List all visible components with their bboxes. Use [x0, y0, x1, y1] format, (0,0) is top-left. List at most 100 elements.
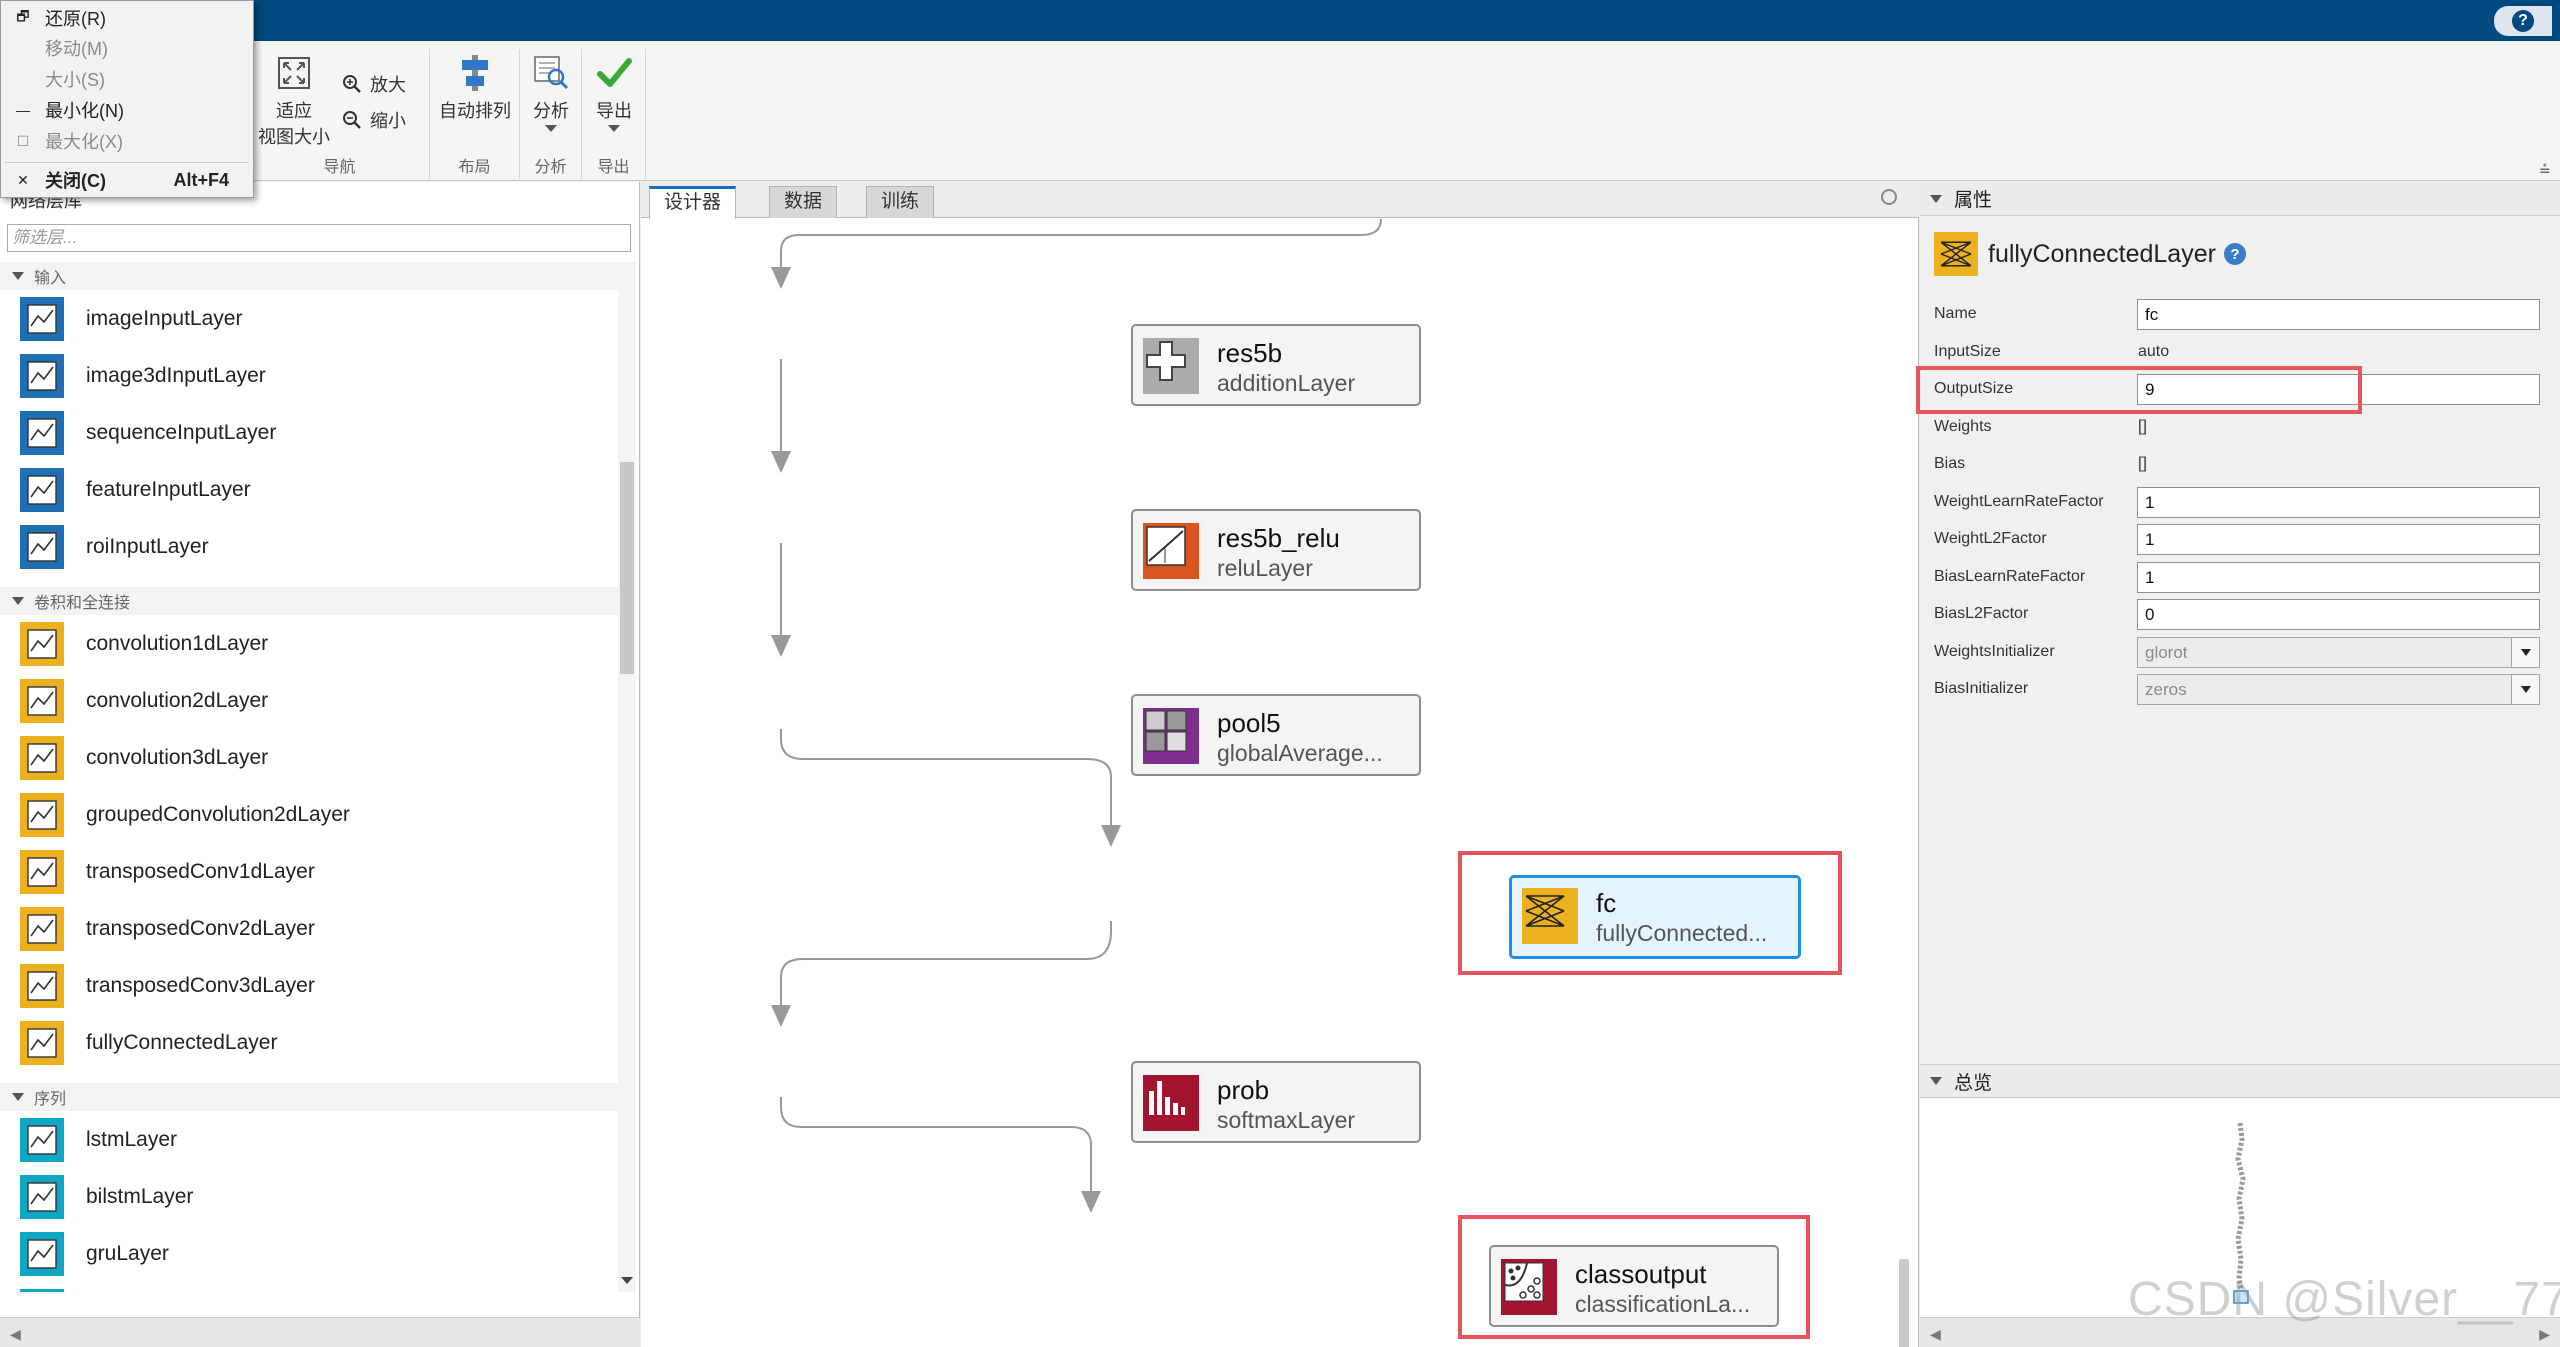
- node-res5b-relu[interactable]: res5b_relu reluLayer: [1131, 509, 1421, 591]
- library-horizontal-scrollbar[interactable]: ◀: [0, 1317, 640, 1347]
- node-classoutput[interactable]: classoutput classificationLa...: [1489, 1245, 1779, 1327]
- tab-training[interactable]: 训练: [866, 186, 935, 218]
- network-canvas[interactable]: res5b additionLayer res5b_relu reluLayer…: [641, 219, 1919, 1347]
- library-item[interactable]: transposedConv3dLayer: [0, 957, 618, 1014]
- tabs-menu-icon[interactable]: [1881, 189, 1897, 205]
- expand-icon[interactable]: [12, 597, 24, 605]
- layer-header: fullyConnectedLayer ?: [1934, 232, 2246, 276]
- library-item[interactable]: imageInputLayer: [0, 290, 618, 347]
- tab-data[interactable]: 数据: [769, 186, 838, 218]
- property-input[interactable]: 0: [2137, 599, 2540, 630]
- collapse-icon[interactable]: [1930, 194, 1942, 203]
- analyze-button[interactable]: 分析: [524, 55, 578, 132]
- library-item[interactable]: convolution3dLayer: [0, 729, 618, 786]
- library-scrollbar[interactable]: [618, 262, 636, 1292]
- library-item[interactable]: convolution1dLayer: [0, 615, 618, 672]
- canvas-scrollbar-thumb[interactable]: [1899, 1259, 1909, 1347]
- library-item[interactable]: sequenceInputLayer: [0, 404, 618, 461]
- layer-icon: [20, 963, 64, 1008]
- library-item[interactable]: bilstmLayer: [0, 1168, 618, 1225]
- library-item[interactable]: gruLayer: [0, 1225, 618, 1282]
- property-select[interactable]: glorot: [2137, 636, 2540, 668]
- library-item[interactable]: groupedConvolution2dLayer: [0, 786, 618, 843]
- overview-header[interactable]: 总览: [1920, 1064, 2560, 1098]
- expand-icon[interactable]: [12, 272, 24, 280]
- library-item[interactable]: convolution2dLayer: [0, 672, 618, 729]
- property-row-weights: Weights[]: [1920, 409, 2560, 445]
- property-value-text: auto: [2138, 342, 2170, 360]
- chevron-down-icon[interactable]: [2511, 675, 2539, 704]
- property-input[interactable]: fc: [2137, 299, 2540, 330]
- node-prob[interactable]: prob softmaxLayer: [1131, 1061, 1421, 1143]
- layer-icon: [20, 1174, 64, 1219]
- scroll-left-icon[interactable]: ◀: [10, 1326, 21, 1342]
- menu-item-close[interactable]: ✕关闭(C)Alt+F4: [1, 165, 253, 195]
- property-key: Bias: [1934, 455, 1966, 472]
- node-res5b[interactable]: res5b additionLayer: [1131, 324, 1421, 406]
- overview-panel[interactable]: [1920, 1099, 2560, 1317]
- collapse-toolstrip-icon[interactable]: ⩮: [2539, 159, 2550, 179]
- library-item[interactable]: sequenceFoldingLayer: [0, 1282, 618, 1292]
- expand-icon[interactable]: [12, 1093, 24, 1101]
- property-input[interactable]: 1: [2137, 486, 2540, 518]
- property-select[interactable]: zeros: [2137, 674, 2540, 705]
- library-item-label: transposedConv3dLayer: [86, 973, 315, 997]
- library-item[interactable]: fullyConnectedLayer: [0, 1014, 618, 1071]
- menu-item-item-1[interactable]: 移动(M): [1, 33, 253, 63]
- library-item-label: bilstmLayer: [86, 1184, 194, 1208]
- library-category[interactable]: 序列: [0, 1083, 618, 1111]
- fully-connected-icon: [1522, 888, 1578, 944]
- tab-designer[interactable]: 设计器: [649, 186, 737, 219]
- property-input[interactable]: 9: [2137, 374, 2540, 405]
- menu-item-item-2[interactable]: 大小(S): [1, 64, 253, 94]
- library-item[interactable]: featureInputLayer: [0, 461, 618, 518]
- menu-item-restore[interactable]: 🗗还原(R): [1, 3, 253, 33]
- chevron-down-icon[interactable]: [2511, 637, 2539, 667]
- collapse-icon[interactable]: [1930, 1077, 1942, 1085]
- export-dropdown-icon[interactable]: [608, 125, 620, 132]
- fit-view-button[interactable]: 适应 视图大小: [254, 55, 334, 149]
- library-item[interactable]: roiInputLayer: [0, 518, 618, 575]
- zoom-in-button[interactable]: 放大: [342, 71, 406, 97]
- node-name: res5b: [1217, 338, 1283, 368]
- node-fc[interactable]: fc fullyConnected...: [1509, 875, 1801, 959]
- property-value-text: zeros: [2145, 680, 2187, 699]
- property-input[interactable]: 1: [2137, 561, 2540, 593]
- layer-help-icon[interactable]: ?: [2223, 243, 2246, 265]
- analyze-dropdown-icon[interactable]: [545, 125, 557, 132]
- export-button[interactable]: 导出: [586, 55, 642, 132]
- library-category[interactable]: 卷积和全连接: [0, 587, 618, 615]
- layer-filter-input[interactable]: 筛选层...: [7, 224, 631, 252]
- library-item[interactable]: transposedConv2dLayer: [0, 900, 618, 957]
- auto-arrange-button[interactable]: 自动排列: [434, 55, 516, 123]
- library-item-label: gruLayer: [86, 1241, 169, 1265]
- properties-header[interactable]: 属性: [1920, 182, 2560, 216]
- node-pool5[interactable]: pool5 globalAverage...: [1131, 694, 1421, 776]
- fc-highlight-box: [1458, 851, 1842, 975]
- property-value: []: [2138, 418, 2147, 436]
- library-item[interactable]: transposedConv1dLayer: [0, 843, 618, 900]
- edge-top-to-res5b: [771, 219, 1382, 289]
- library-item[interactable]: image3dInputLayer: [0, 347, 618, 404]
- title-bar: ?: [0, 0, 2560, 41]
- zoom-out-button[interactable]: 缩小: [342, 107, 406, 133]
- scroll-left-icon[interactable]: ◀: [1930, 1326, 1941, 1342]
- classification-icon: [1501, 1259, 1557, 1315]
- property-value: []: [2138, 455, 2147, 473]
- scroll-right-icon[interactable]: ▶: [2539, 1326, 2550, 1342]
- library-scrollbar-thumb[interactable]: [620, 462, 634, 674]
- layer-icon: [20, 353, 64, 398]
- menu-item-minimize[interactable]: —最小化(N): [1, 95, 253, 125]
- canvas-scrollbar[interactable]: [1899, 1259, 1911, 1347]
- overview-horizontal-scrollbar[interactable]: ◀ ▶: [1920, 1317, 2560, 1347]
- help-button[interactable]: ?: [2494, 6, 2552, 36]
- library-category[interactable]: 输入: [0, 262, 618, 290]
- library-item[interactable]: lstmLayer: [0, 1111, 618, 1168]
- menu-item-maximize[interactable]: ☐最大化(X): [1, 126, 253, 156]
- scroll-down-icon[interactable]: [621, 1277, 633, 1284]
- property-input[interactable]: 1: [2137, 524, 2540, 555]
